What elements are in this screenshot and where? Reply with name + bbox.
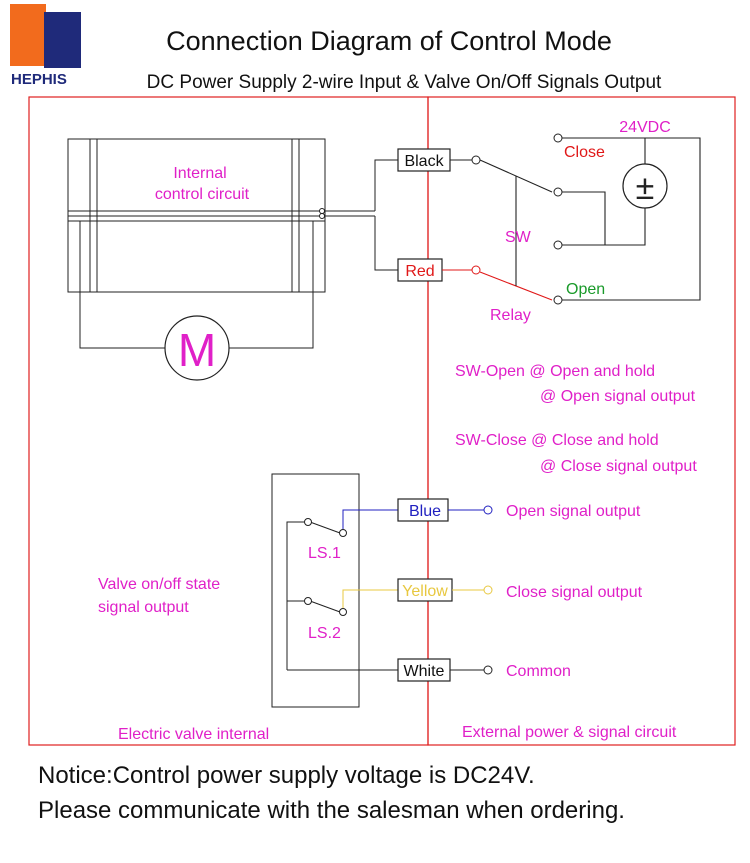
open-contact: [553, 295, 563, 305]
ls2-contact-b: [339, 608, 347, 616]
external-region-label: External power & signal circuit: [462, 724, 677, 741]
open-label: Open: [566, 281, 605, 298]
sw-open-note-2: @ Open signal output: [540, 388, 696, 405]
terminal-blue-label: Blue: [409, 503, 441, 520]
logo-orange-block: [10, 4, 46, 66]
sw-lower-contact: [553, 240, 563, 250]
sw-label: SW: [505, 229, 532, 246]
sw-upper-contact: [553, 187, 563, 197]
terminal-red-label: Red: [405, 263, 434, 280]
external-circuit-region: [427, 96, 736, 746]
common-terminal: [483, 665, 493, 675]
open-signal-terminal: [483, 505, 493, 515]
dc-supply-icon: ±: [622, 163, 668, 209]
sw-close-note-1: SW-Close @ Close and hold: [455, 432, 659, 449]
ls1-label: LS.1: [308, 545, 341, 562]
supply-voltage-label: 24VDC: [619, 119, 671, 136]
close-signal-terminal: [483, 585, 493, 595]
internal-control-circuit: [67, 138, 326, 349]
terminal-yellow-label: Yellow: [402, 583, 448, 600]
limit-switch-wiring: [286, 509, 398, 671]
close-signal-label: Close signal output: [506, 584, 643, 601]
internal-circuit-label-2: control circuit: [155, 186, 250, 203]
sw-open-note-1: SW-Open @ Open and hold: [455, 363, 655, 380]
terminal-white-label: White: [404, 663, 445, 680]
common-label: Common: [506, 663, 571, 680]
open-signal-label: Open signal output: [506, 503, 641, 520]
ls1-contact-a: [304, 518, 312, 526]
junction-dot: [319, 208, 325, 214]
junction-dot: [319, 213, 325, 219]
ls2-label: LS.2: [308, 625, 341, 642]
notice-line-2: Please communicate with the salesman whe…: [38, 797, 625, 824]
sw-common-contact: [471, 155, 481, 165]
logo-blue-block: [44, 12, 81, 68]
page-subtitle: DC Power Supply 2-wire Input & Valve On/…: [147, 72, 662, 93]
brand-name: HEPHIS: [11, 71, 67, 88]
terminal-black-label: Black: [404, 153, 444, 170]
motor-icon: M: [164, 315, 230, 381]
motor-label: M: [178, 324, 216, 376]
close-label: Close: [564, 144, 605, 161]
relay-common-contact: [471, 265, 481, 275]
ls1-contact-b: [339, 529, 347, 537]
internal-circuit-label-1: Internal: [173, 165, 226, 182]
internal-region-label: Electric valve internal: [118, 726, 269, 743]
state-output-label-2: signal output: [98, 599, 189, 616]
relay-label: Relay: [490, 307, 531, 324]
sw-close-note-2: @ Close signal output: [540, 458, 697, 475]
notice-line-1: Notice:Control power supply voltage is D…: [38, 762, 535, 789]
internal-wiring: [325, 159, 398, 271]
page-title: Connection Diagram of Control Mode: [166, 26, 612, 56]
state-output-label-1: Valve on/off state: [98, 576, 220, 593]
close-contact: [553, 133, 563, 143]
dc-supply-symbol: ±: [636, 169, 655, 207]
brand-logo: HEPHIS: [10, 4, 81, 88]
ls2-contact-a: [304, 597, 312, 605]
external-power-wiring: [442, 137, 701, 301]
